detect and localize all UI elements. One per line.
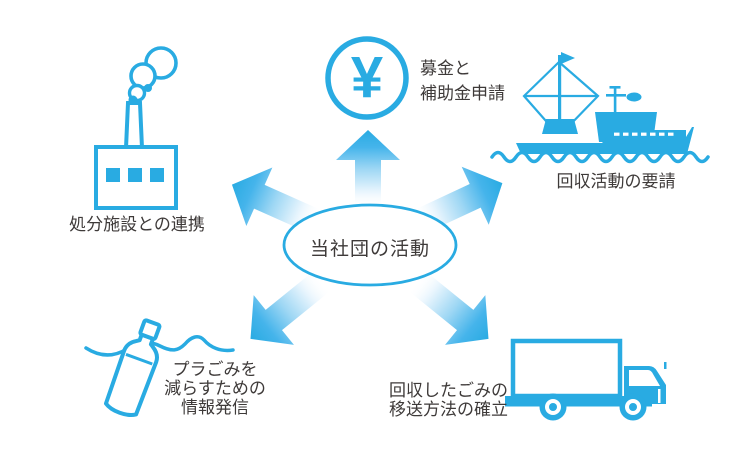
arrow-up — [336, 130, 400, 208]
collection-label-line: 回収活動の要請 — [556, 172, 676, 191]
arrow-up-right — [413, 166, 503, 234]
disposal-label: 処分施設との連携 — [62, 215, 212, 234]
reduce-label-line: プラごみを — [172, 360, 258, 379]
reduce-label-line: 減らすための — [164, 379, 266, 398]
yen-circle-icon — [325, 36, 409, 120]
plastic-bottle-icon — [84, 318, 235, 418]
truck-icon — [505, 338, 667, 421]
radiating-arrows — [231, 130, 503, 345]
reduce-label: プラごみを 減らすための 情報発信 — [148, 360, 282, 417]
transport-label: 回収したごみの 移送方法の確立 — [389, 381, 508, 419]
arrow-down-left — [250, 270, 331, 345]
fund-label-line: 募金と — [420, 59, 471, 78]
factory-icon — [94, 46, 178, 210]
fund-label: 募金と 補助金申請 — [420, 56, 505, 106]
center-ellipse — [282, 203, 458, 287]
collection-label: 回収活動の要請 — [540, 172, 692, 191]
yen-symbol: ¥ — [350, 44, 384, 110]
fishing-boat-icon — [490, 52, 710, 164]
transport-label-line: 移送方法の確立 — [389, 400, 508, 419]
fund-label-line: 補助金申請 — [420, 84, 505, 103]
arrow-down-right — [408, 270, 489, 345]
reduce-label-line: 情報発信 — [181, 398, 249, 417]
center-label: 当社団の活動 — [309, 239, 430, 260]
disposal-label-line: 処分施設との連携 — [69, 215, 205, 234]
arrow-up-left — [231, 167, 322, 234]
transport-label-line: 回収したごみの — [389, 381, 508, 400]
